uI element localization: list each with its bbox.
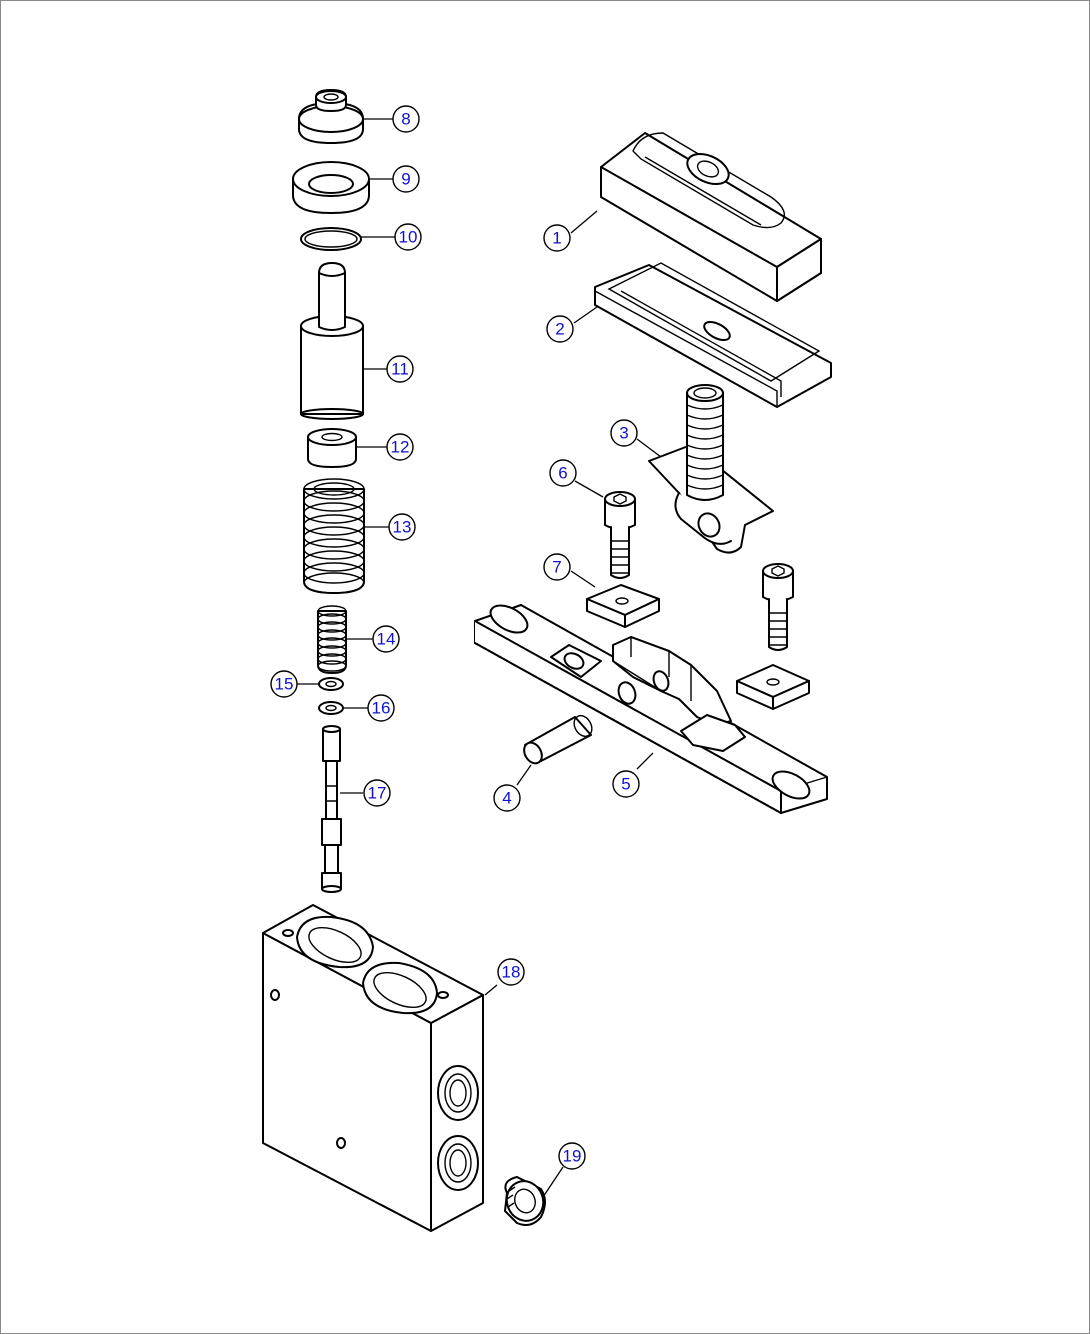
callout-9: 9 bbox=[392, 165, 420, 193]
part-19-plug bbox=[504, 1176, 546, 1226]
callout-4: 4 bbox=[493, 784, 521, 812]
part-8-cap bbox=[298, 89, 364, 144]
part-4-pin bbox=[523, 714, 593, 765]
callout-15: 15 bbox=[270, 670, 298, 698]
callout-label: 16 bbox=[372, 699, 391, 718]
callout-5: 5 bbox=[612, 770, 640, 798]
callout-6: 6 bbox=[549, 459, 577, 487]
callout-17: 17 bbox=[363, 779, 391, 807]
callout-label: 14 bbox=[377, 630, 396, 649]
callout-label: 18 bbox=[502, 963, 521, 982]
callout-label: 10 bbox=[399, 228, 418, 247]
part-3-threaded-stud bbox=[648, 384, 774, 554]
part-10-o-ring bbox=[300, 227, 362, 251]
callout-11: 11 bbox=[386, 355, 414, 383]
callout-label: 11 bbox=[391, 360, 409, 379]
callout-2: 2 bbox=[546, 315, 574, 343]
part-14-spring bbox=[317, 605, 347, 674]
part-17-spool bbox=[321, 725, 342, 893]
callout-label: 7 bbox=[552, 558, 561, 577]
callout-label: 2 bbox=[555, 320, 564, 339]
callout-16: 16 bbox=[367, 694, 395, 722]
part-16-washer bbox=[318, 701, 344, 715]
callout-14: 14 bbox=[372, 625, 400, 653]
part-1-cover bbox=[600, 132, 822, 302]
callout-1: 1 bbox=[543, 224, 571, 252]
right-bolt bbox=[762, 563, 794, 651]
callout-label: 3 bbox=[619, 424, 628, 443]
part-13-spring bbox=[303, 478, 365, 594]
callout-label: 15 bbox=[275, 675, 294, 694]
callout-8: 8 bbox=[392, 105, 420, 133]
part-15-washer bbox=[318, 677, 344, 691]
callout-19: 19 bbox=[558, 1142, 586, 1170]
callout-label: 4 bbox=[502, 789, 511, 808]
callout-12: 12 bbox=[386, 433, 414, 461]
callout-3: 3 bbox=[610, 419, 638, 447]
callout-18: 18 bbox=[497, 958, 525, 986]
callout-label: 12 bbox=[391, 438, 410, 457]
right-plate bbox=[736, 664, 810, 710]
callout-label: 1 bbox=[552, 229, 561, 248]
callout-label: 19 bbox=[563, 1147, 582, 1166]
part-7-plate bbox=[586, 584, 660, 628]
callout-13: 13 bbox=[388, 513, 416, 541]
part-9-seal bbox=[292, 161, 370, 214]
part-18-valve-body bbox=[262, 904, 484, 1232]
part-6-bolt bbox=[604, 491, 636, 579]
callout-7: 7 bbox=[543, 553, 571, 581]
callout-label: 13 bbox=[393, 518, 412, 537]
part-12-collar bbox=[307, 428, 357, 468]
part-11-piston bbox=[300, 262, 364, 420]
callout-10: 10 bbox=[394, 223, 422, 251]
part-2-channel-plate bbox=[594, 262, 832, 408]
callout-label: 9 bbox=[401, 170, 410, 189]
callout-label: 17 bbox=[368, 784, 387, 803]
leader-lines bbox=[297, 118, 662, 1198]
callout-label: 6 bbox=[558, 464, 567, 483]
part-5-lever bbox=[474, 604, 828, 814]
callout-label: 8 bbox=[401, 110, 410, 129]
callout-label: 5 bbox=[621, 775, 630, 794]
